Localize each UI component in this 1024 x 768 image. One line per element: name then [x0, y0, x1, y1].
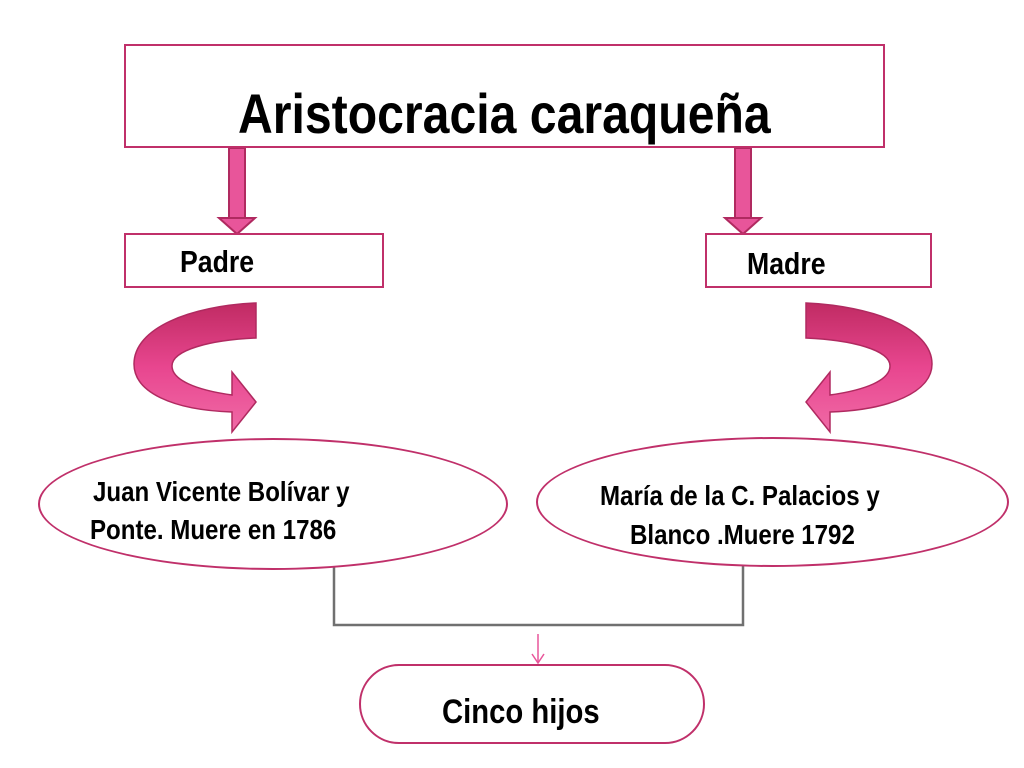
parents-connector [332, 566, 745, 627]
father-name-oval [38, 438, 508, 570]
down-arrow-right-icon [722, 147, 764, 236]
children-arrow-icon [531, 634, 545, 665]
mother-name-oval [536, 437, 1009, 567]
mother-name-line1: María de la C. Palacios y [600, 480, 880, 511]
father-name-line2: Ponte. Muere en 1786 [90, 514, 337, 545]
curved-arrow-right-icon [805, 302, 933, 435]
title-box: Aristocracia caraqueña [124, 44, 885, 148]
children-box [359, 664, 705, 744]
curved-arrow-left-icon [133, 302, 257, 435]
down-arrow-left-icon [216, 147, 258, 236]
children-label: Cinco hijos [442, 693, 600, 731]
father-role-box: Padre [124, 233, 384, 288]
mother-role-box: Madre [705, 233, 932, 288]
father-role-label: Padre [180, 244, 255, 279]
father-name-line1: Juan Vicente Bolívar y [93, 476, 350, 507]
mother-name-line2: Blanco .Muere 1792 [630, 519, 855, 550]
diagram-title: Aristocracia caraqueña [238, 82, 771, 145]
mother-role-label: Madre [747, 246, 826, 281]
